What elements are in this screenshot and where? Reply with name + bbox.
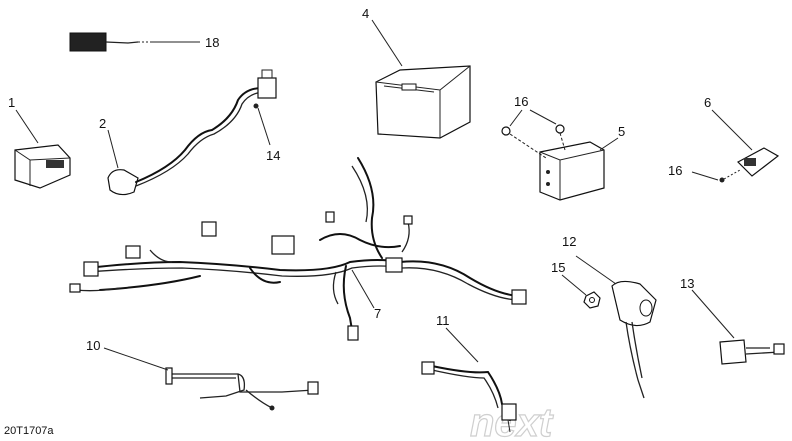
part-6-bracket xyxy=(719,147,780,183)
callout-2: 2 xyxy=(99,116,106,131)
callout-1: 1 xyxy=(8,95,15,110)
callout-10: 10 xyxy=(86,338,100,353)
callout-7: 7 xyxy=(374,306,381,321)
part-7-main-harness xyxy=(69,157,527,341)
part-18-connector xyxy=(69,32,200,52)
part-11-sensor-wire xyxy=(421,361,517,433)
part-10-thin-harness xyxy=(165,367,319,411)
part-15-nut xyxy=(583,291,601,309)
part-12-switch xyxy=(611,280,657,399)
callout-4: 4 xyxy=(362,6,369,21)
callout-12: 12 xyxy=(562,234,576,249)
callout-16-lower: 16 xyxy=(668,163,682,178)
reference-code: 20T1707a xyxy=(4,425,54,437)
part-13-connector xyxy=(719,339,785,365)
callout-13: 13 xyxy=(680,276,694,291)
callout-15: 15 xyxy=(551,260,565,275)
part-16-screws-upper xyxy=(501,109,566,159)
callout-14: 14 xyxy=(266,148,280,163)
callout-18: 18 xyxy=(205,35,219,50)
part-2-headlight-harness xyxy=(107,69,277,196)
part-1-cover xyxy=(14,144,71,189)
part-5-module xyxy=(539,141,605,201)
callout-5: 5 xyxy=(618,124,625,139)
callout-6: 6 xyxy=(704,95,711,110)
part-4-battery xyxy=(375,65,471,139)
callout-16-upper: 16 xyxy=(514,94,528,109)
callout-11: 11 xyxy=(436,313,450,328)
